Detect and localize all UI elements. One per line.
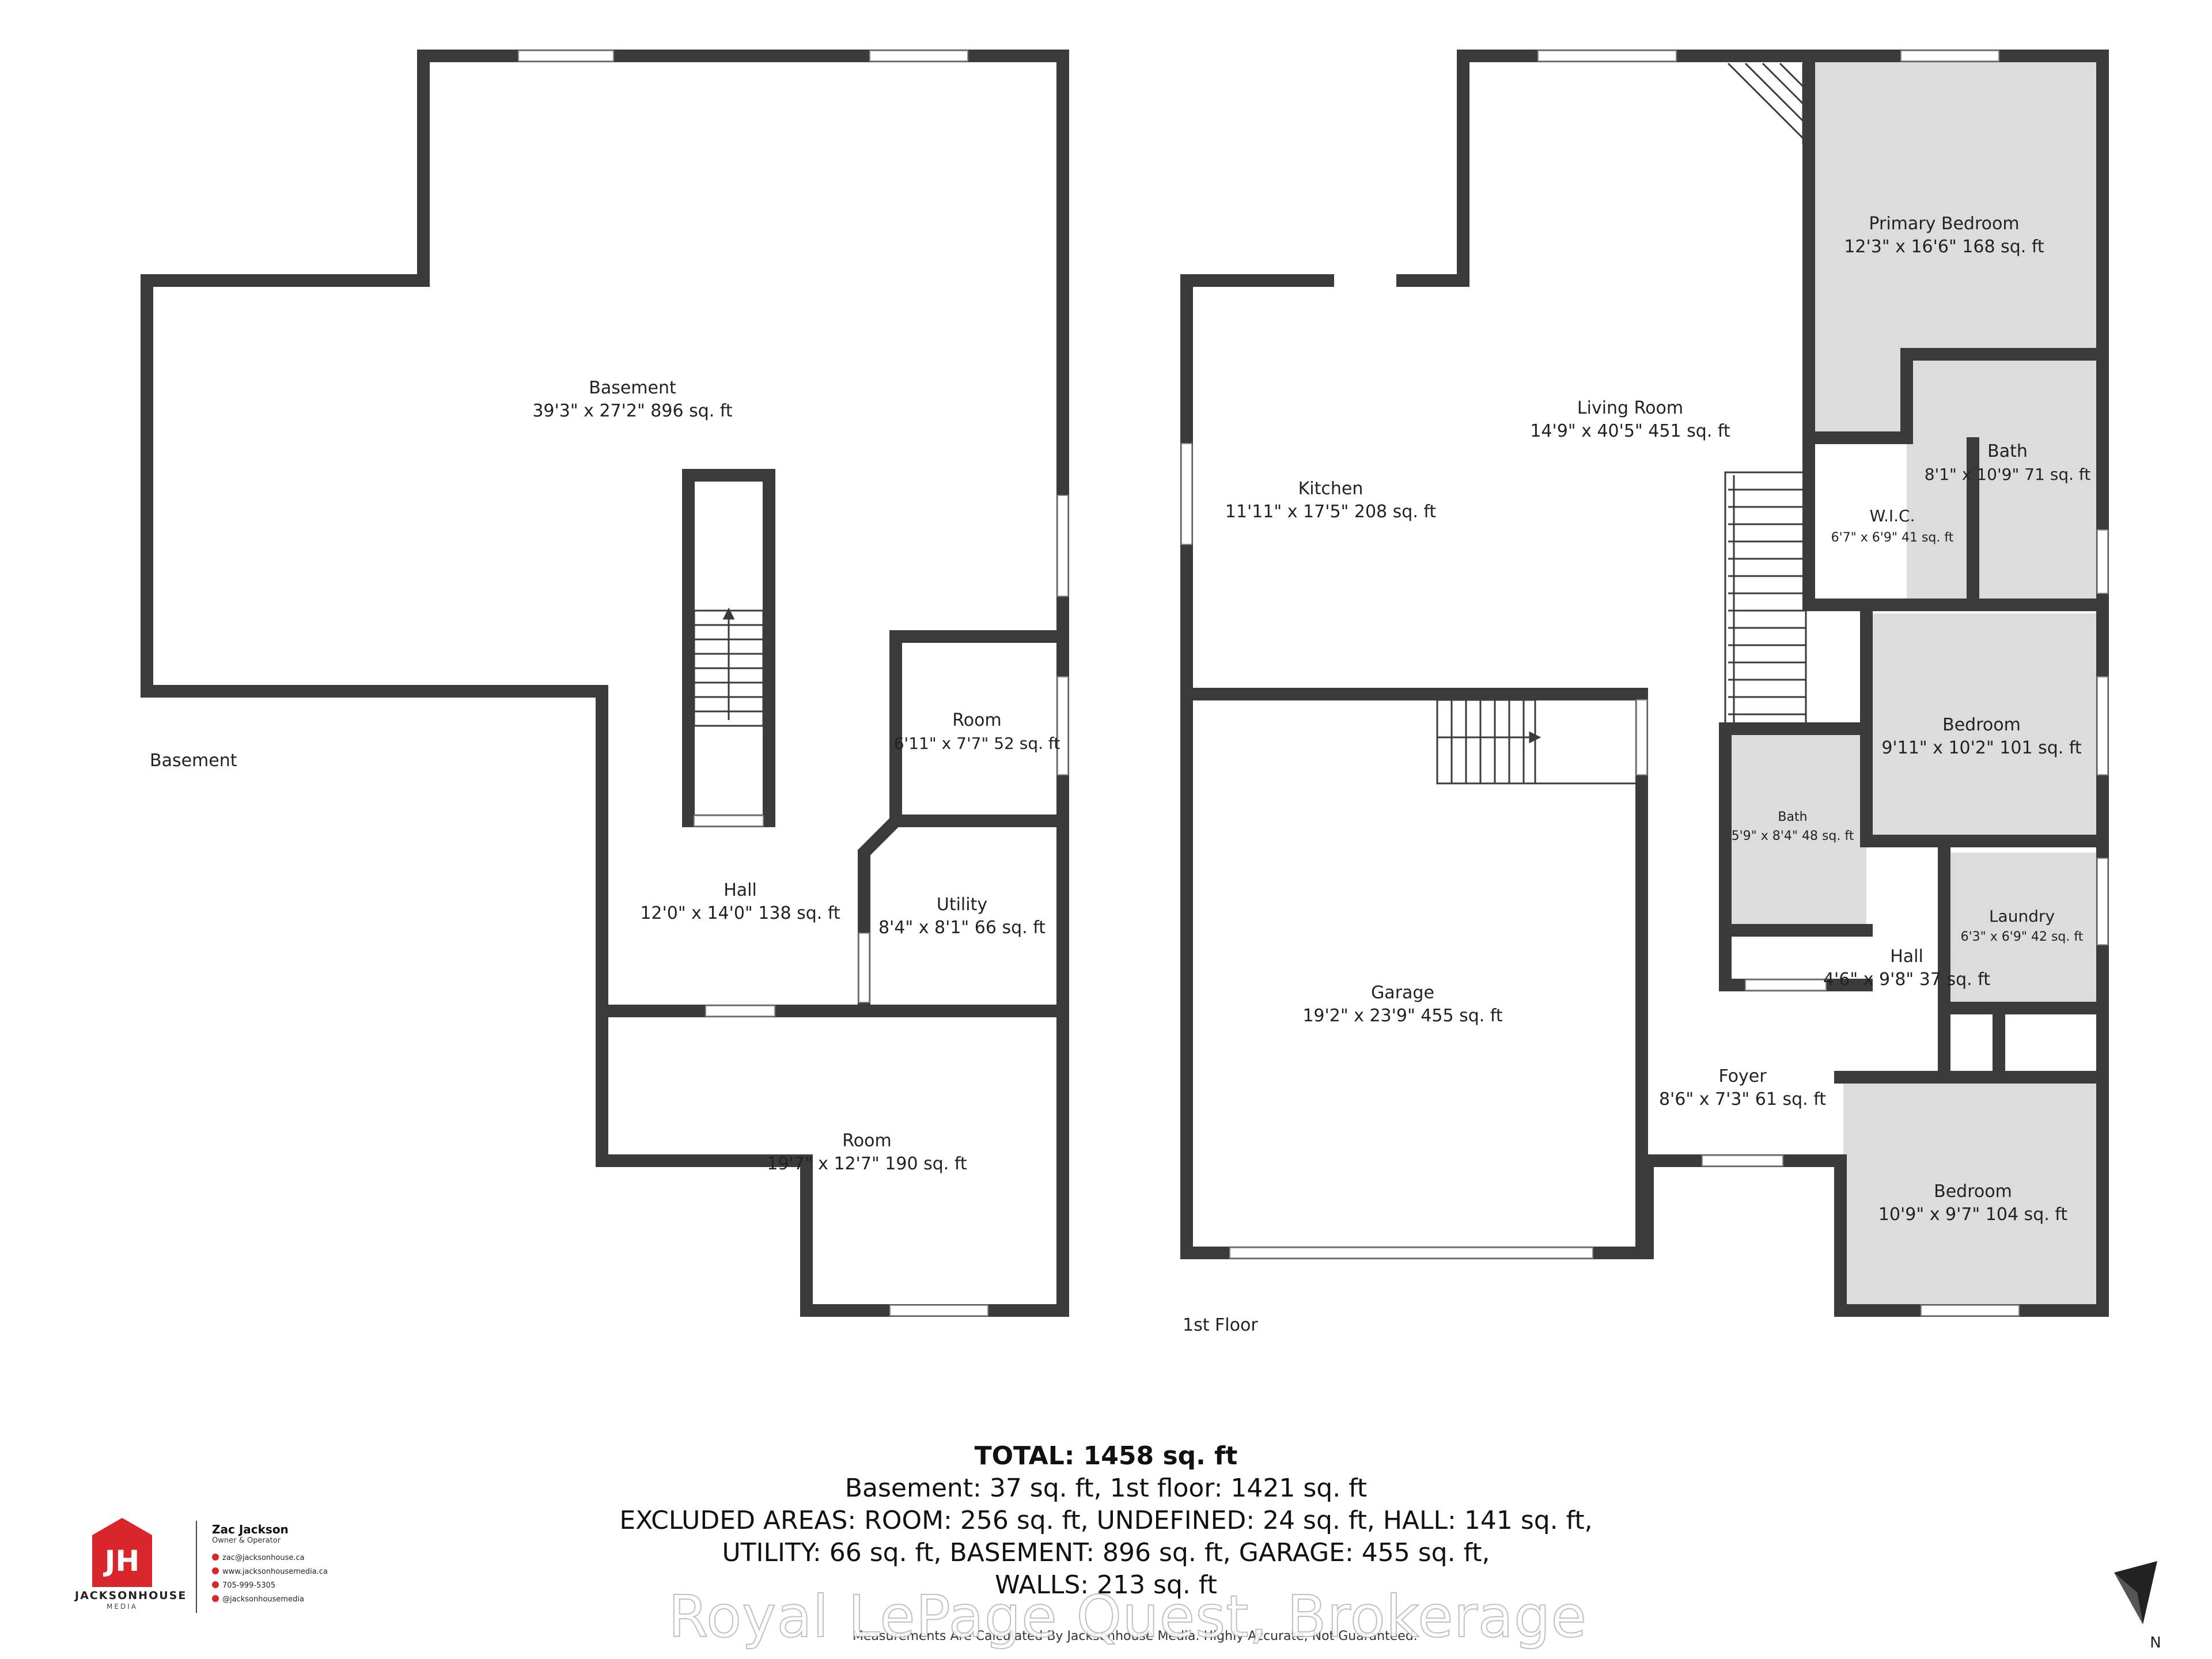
first-floor-walls — [1180, 50, 2109, 1317]
company-name: JACKSONHOUSE — [75, 1589, 187, 1602]
room-small-dims: 6'11" x 7'7" 52 sq. ft — [894, 734, 1060, 753]
brand-block: JH JACKSONHOUSE MEDIA Zac Jackson Owner … — [75, 1518, 351, 1622]
bedroom-mid-name: Bedroom — [1942, 715, 2021, 735]
foyer-name: Foyer — [1718, 1066, 1767, 1086]
north-label: N — [2150, 1634, 2161, 1652]
north-arrow-icon: N — [2114, 1561, 2161, 1652]
laundry-dims: 6'3" x 6'9" 42 sq. ft — [1961, 930, 2084, 944]
contact-email[interactable]: zac@jacksonhouse.ca — [212, 1554, 305, 1562]
hall-lower-dims: 12'0" x 14'0" 138 sq. ft — [640, 903, 840, 923]
garage-name: Garage — [1371, 983, 1434, 1003]
room-labels: Basement 39'3" x 27'2" 896 sq. ft Room 6… — [532, 214, 2090, 1225]
phone-text: 705-999-5305 — [222, 1581, 276, 1590]
summary-excluded-1: EXCLUDED AREAS: ROOM: 256 sq. ft, UNDEFI… — [619, 1506, 1593, 1535]
laundry-name: Laundry — [1989, 907, 2055, 926]
shaded-rooms — [1725, 58, 2097, 1305]
summary-walls: WALLS: 213 sq. ft — [995, 1570, 1217, 1600]
brokerage-watermark: Royal LePage Quest, Brokerage — [668, 1582, 1588, 1651]
utility-name: Utility — [937, 895, 987, 915]
bedroom-mid-fill — [1866, 613, 2097, 847]
measurement-disclaimer: Measurements Are Calculated By Jacksonho… — [853, 1629, 1418, 1643]
instagram-icon — [212, 1595, 219, 1602]
social-text: @jacksonhousemedia — [222, 1595, 304, 1604]
basement-room-name: Basement — [589, 378, 676, 398]
brand-divider — [196, 1521, 197, 1613]
bedroom-front-fill — [1843, 1083, 2097, 1305]
bath-primary-fill — [1907, 354, 2097, 602]
summary-total: TOTAL: 1458 sq. ft — [974, 1441, 1238, 1471]
basement-room-dims: 39'3" x 27'2" 896 sq. ft — [532, 401, 733, 421]
bedroom-front-dims: 10'9" x 9'7" 104 sq. ft — [1878, 1205, 2067, 1225]
agent-role: Owner & Operator — [212, 1536, 281, 1545]
website-text: www.jacksonhousemedia.ca — [222, 1567, 328, 1576]
first-floor-stairs — [1436, 62, 1807, 785]
first-floor-windows — [1181, 50, 2108, 1316]
wic-name: W.I.C. — [1870, 506, 1915, 525]
phone-icon — [212, 1581, 219, 1588]
basement-windows — [518, 50, 1069, 1316]
primary-bedroom-dims: 12'3" x 16'6" 168 sq. ft — [1844, 237, 2044, 257]
basement-walls — [141, 50, 1069, 1317]
bath-small-name: Bath — [1778, 810, 1807, 824]
primary-bedroom-name: Primary Bedroom — [1869, 214, 2019, 234]
summary-excluded-2: UTILITY: 66 sq. ft, BASEMENT: 896 sq. ft… — [722, 1538, 1490, 1567]
bedroom-mid-dims: 9'11" x 10'2" 101 sq. ft — [1881, 738, 2082, 758]
bath-small-dims: 5'9" x 8'4" 48 sq. ft — [1732, 829, 1854, 843]
agent-name: Zac Jackson — [212, 1522, 289, 1536]
bath-primary-name: Bath — [1987, 441, 2028, 461]
basement-floor-label: Basement — [150, 751, 237, 771]
hall-upper-dims: 4'6" x 9'8" 37 sq. ft — [1823, 969, 1990, 990]
bath-primary-dims: 8'1" x 10'9" 71 sq. ft — [1925, 465, 2091, 484]
logo-mark: JH — [103, 1544, 139, 1578]
kitchen-dims: 11'11" x 17'5" 208 sq. ft — [1225, 502, 1437, 522]
summary-floors: Basement: 37 sq. ft, 1st floor: 1421 sq.… — [844, 1474, 1368, 1503]
contact-website[interactable]: www.jacksonhousemedia.ca — [212, 1567, 328, 1576]
hall-upper-name: Hall — [1890, 946, 1923, 967]
contact-social[interactable]: @jacksonhousemedia — [212, 1595, 304, 1604]
wic-dims: 6'7" x 6'9" 41 sq. ft — [1831, 531, 1954, 545]
bedroom-front-name: Bedroom — [1934, 1181, 2012, 1202]
company-sub: MEDIA — [107, 1603, 138, 1611]
basement-stairs — [693, 607, 764, 727]
utility-dims: 8'4" x 8'1" 66 sq. ft — [878, 918, 1046, 938]
room-small-name: Room — [952, 710, 1001, 730]
living-name: Living Room — [1577, 398, 1683, 418]
hall-lower-name: Hall — [724, 880, 757, 900]
garage-dims: 19'2" x 23'9" 455 sq. ft — [1302, 1006, 1503, 1026]
area-summary: TOTAL: 1458 sq. ft Basement: 37 sq. ft, … — [553, 1440, 1659, 1601]
contact-phone[interactable]: 705-999-5305 — [212, 1581, 275, 1590]
room-large-dims: 19'7" x 12'7" 190 sq. ft — [767, 1154, 967, 1174]
house-logo-icon: JH — [92, 1518, 152, 1587]
bath-small-fill — [1725, 734, 1866, 925]
living-dims: 14'9" x 40'5" 451 sq. ft — [1530, 421, 1730, 441]
kitchen-name: Kitchen — [1298, 479, 1363, 499]
globe-icon — [212, 1567, 219, 1574]
first-floor-label: 1st Floor — [1183, 1315, 1258, 1335]
laundry-fill — [1950, 853, 2097, 1002]
foyer-dims: 8'6" x 7'3" 61 sq. ft — [1659, 1089, 1826, 1109]
room-large-name: Room — [842, 1131, 891, 1151]
email-text: zac@jacksonhouse.ca — [222, 1554, 305, 1562]
email-icon — [212, 1554, 219, 1560]
